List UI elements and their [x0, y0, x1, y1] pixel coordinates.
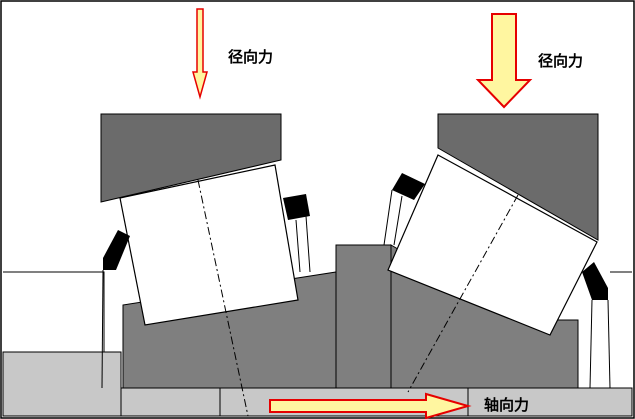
- shaft-left-block: [2, 351, 122, 417]
- right-seal-bottom: [582, 262, 608, 300]
- radial-force-right-label: 径向力: [538, 52, 583, 70]
- left-outer-ring: [100, 113, 282, 203]
- radial-force-left-arrow: [192, 8, 208, 100]
- left-seal-top: [283, 194, 310, 220]
- right-seal-bottom-line: [589, 299, 593, 389]
- radial-force-left-label: 径向力: [228, 48, 273, 66]
- shaft-right-block: [467, 387, 633, 417]
- right-outer-ring: [437, 113, 599, 241]
- left-seal-top-line: [305, 215, 311, 273]
- axial-force-arrow: [269, 392, 472, 419]
- axial-force-label: 轴向力: [484, 396, 529, 414]
- right-seal-top: [392, 173, 425, 200]
- right-seal-top-line: [383, 189, 393, 246]
- right-seal-top-line2: [393, 195, 403, 246]
- right-seal-bottom-line2: [607, 299, 611, 389]
- radial-force-right-arrow: [475, 13, 533, 109]
- left-seal-top-line2: [295, 219, 301, 273]
- left-roller: [119, 164, 299, 326]
- left-seal-bottom: [103, 230, 130, 270]
- right-pressure-line: [407, 194, 519, 393]
- center-spacer: [335, 244, 392, 389]
- right-roller: [387, 154, 598, 336]
- left-seal-bottom-line: [101, 269, 104, 389]
